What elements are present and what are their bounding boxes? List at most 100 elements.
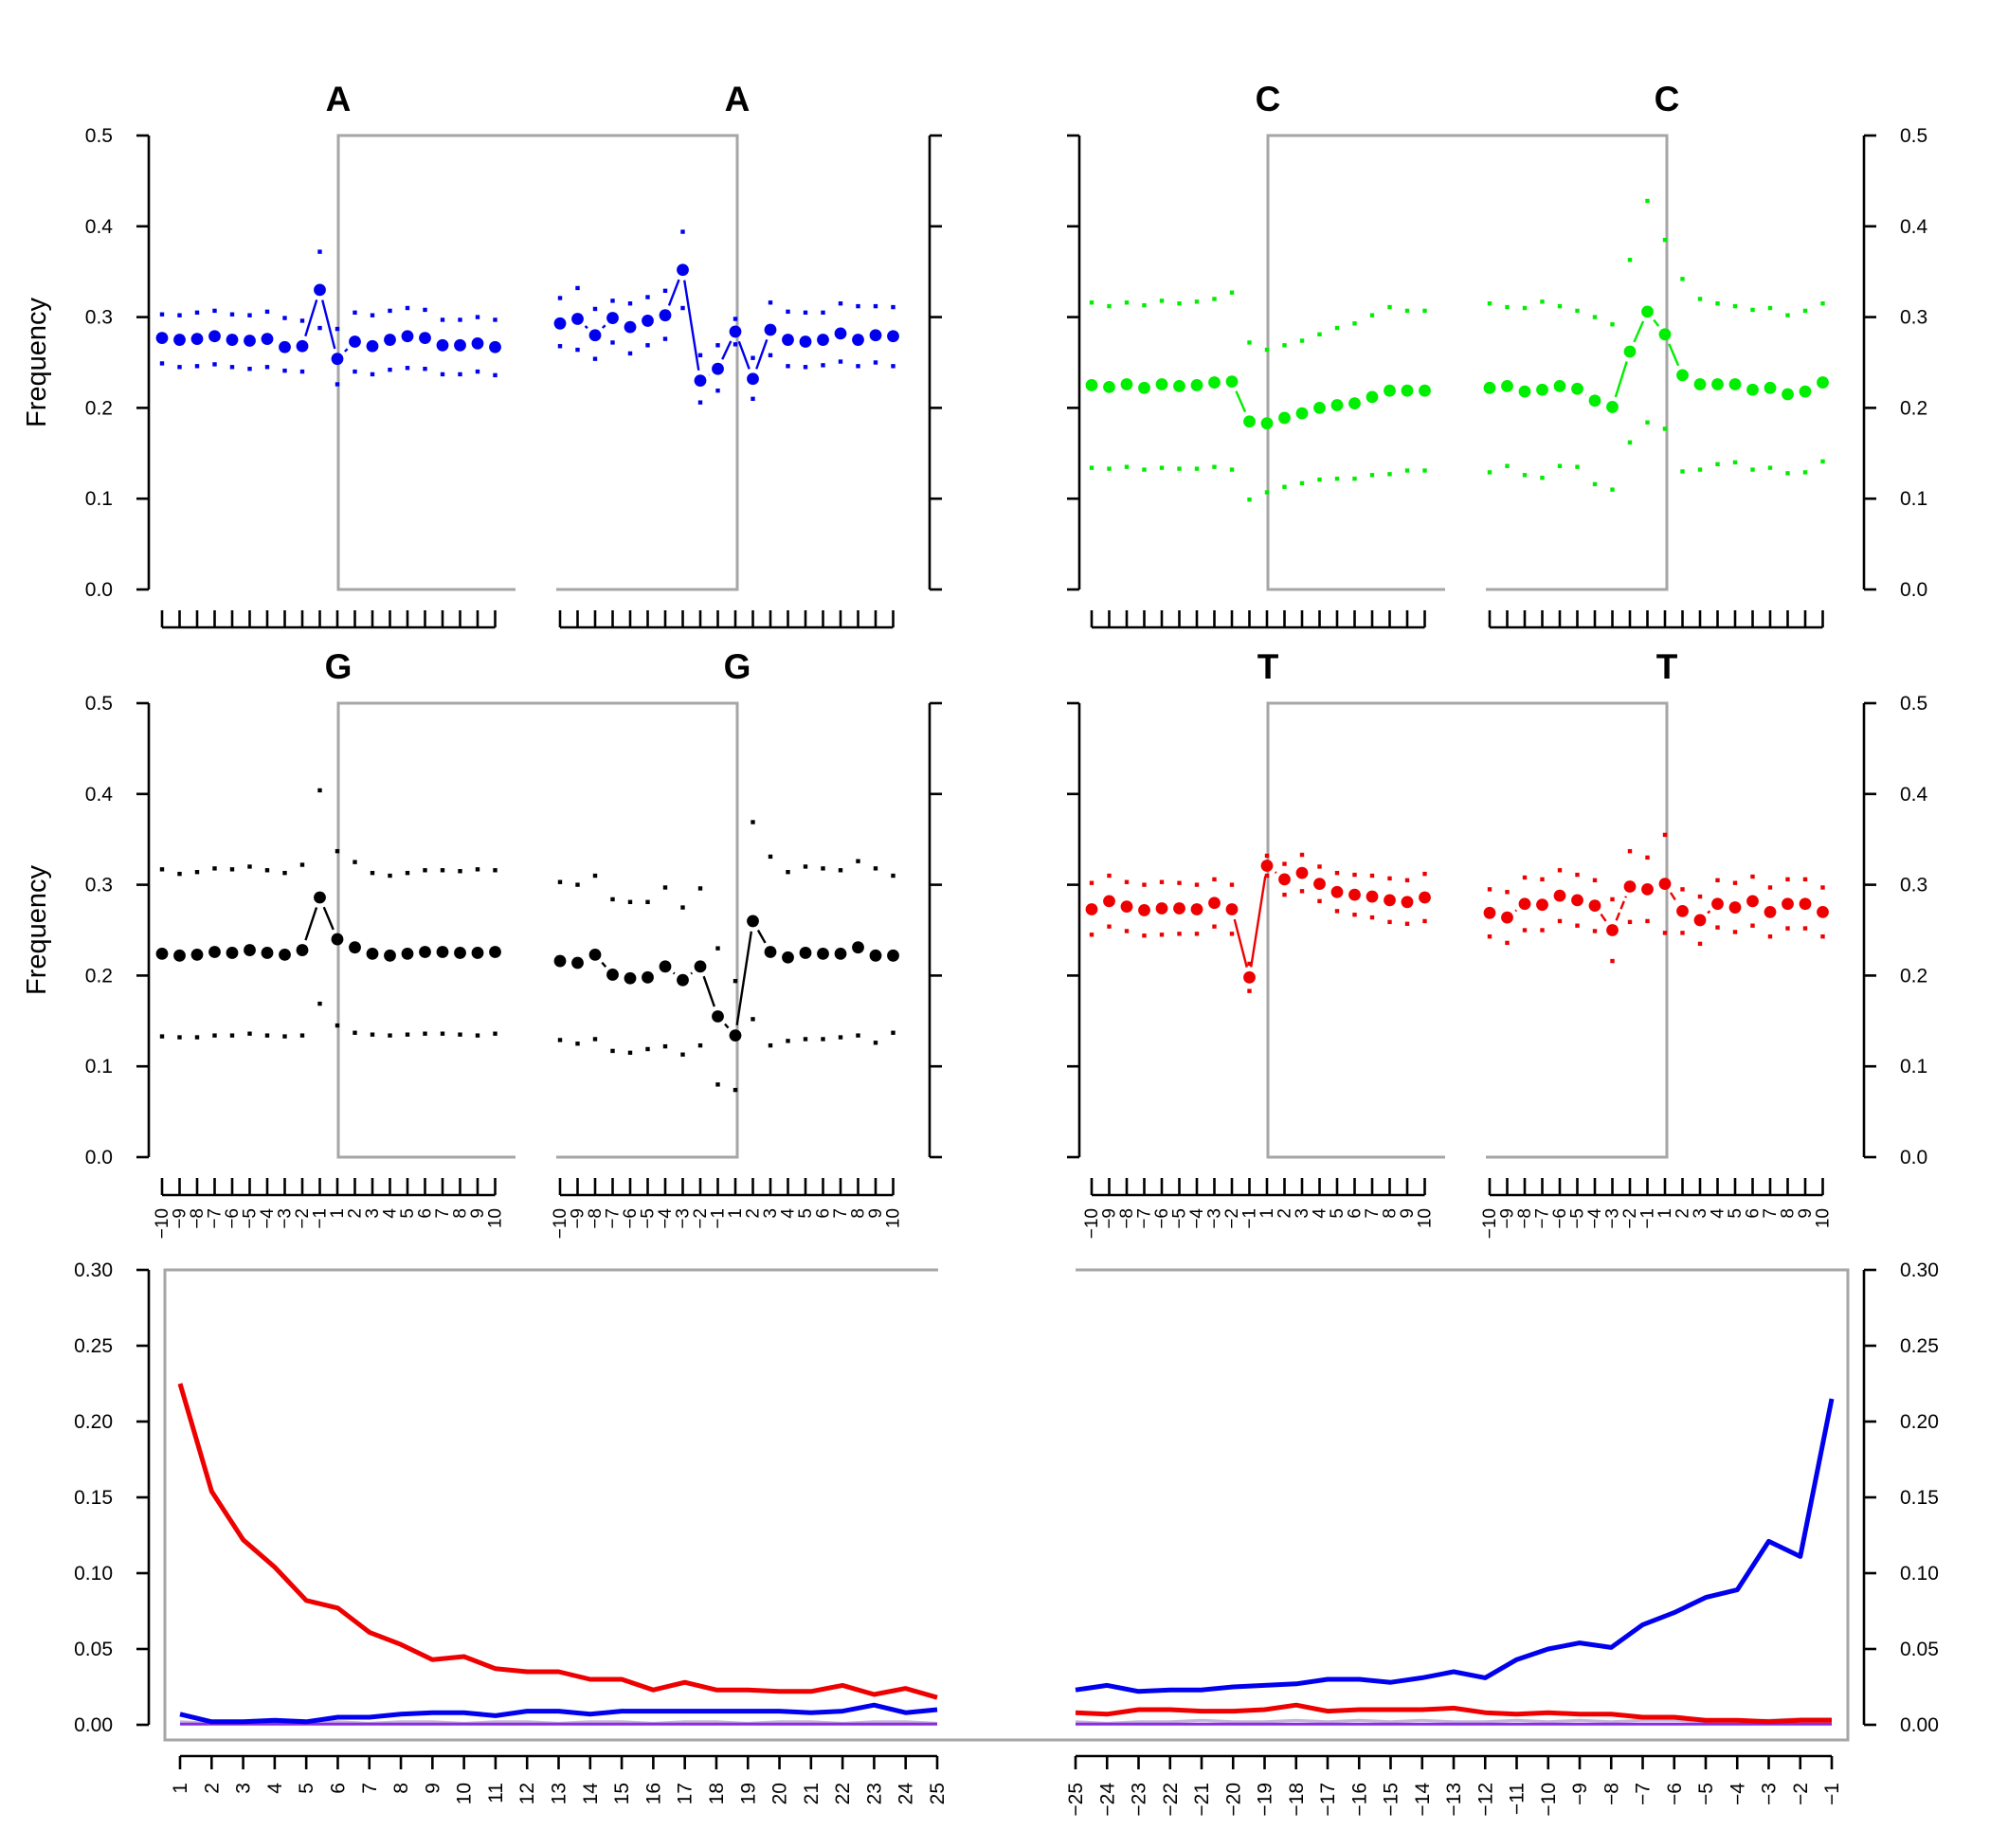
data-point [1711,897,1724,911]
lower-bound-mark [423,367,427,371]
lower-bound-mark [1522,928,1528,933]
data-point [1260,417,1274,430]
lower-bound-mark [1177,466,1182,471]
upper-bound-mark [1802,877,1808,882]
lower-bound-mark [1159,933,1165,937]
lower-bound-mark [610,1048,615,1054]
upper-bound-mark [1487,301,1492,306]
data-point [588,948,602,961]
lower-bound-mark [575,347,580,353]
upper-bound-mark [627,301,633,306]
x-tick-label: 5 [398,1208,418,1219]
lower-bound-mark [1610,487,1615,492]
x-tick-label: 3 [761,1208,781,1219]
data-point [1501,911,1513,924]
x-tick-label: 6 [1346,1208,1366,1219]
data-point [471,947,484,959]
data-point [331,933,344,946]
upper-bound-mark [370,313,375,317]
x-tick-label: 3 [1293,1208,1312,1219]
data-point [436,338,449,352]
x-tick-label: 6 [1744,1208,1764,1219]
lower-bound-mark [1229,467,1235,472]
lower-bound-mark [1487,470,1492,475]
panel-title: T [1656,647,1678,686]
lower-bound-mark [1592,481,1598,487]
upper-bound-mark [1299,852,1305,858]
lower-bound-mark [353,1030,357,1035]
data-point [244,335,256,347]
lower-bound-mark [557,1038,563,1042]
x-tick-label: −10 [551,1208,570,1239]
upper-bound-mark [1575,872,1580,878]
upper-bound-mark [1820,301,1825,306]
x-tick-label: −8 [1117,1208,1137,1229]
x-tick-label: 9 [1796,1208,1816,1219]
data-point [419,946,431,958]
upper-bound-mark [1247,961,1252,967]
lower-bound-mark [1404,468,1410,473]
data-point [1208,897,1221,910]
x-tick-label: −10 [1480,1208,1500,1239]
x-tick-label: 9 [866,1208,886,1219]
insertion-box [336,701,679,1159]
upper-bound-mark [1229,290,1235,295]
x-tick-label: −24 [1096,1783,1118,1817]
lower-bound-mark [662,1043,668,1049]
x-tick-label: −5 [241,1208,261,1229]
lower-bound-mark [1264,873,1270,879]
lower-bound-mark [475,1033,480,1038]
data-point [1155,378,1168,390]
x-tick-label: 7 [433,1208,453,1219]
upper-bound-mark [786,309,790,315]
x-tick-label: 19 [737,1783,759,1804]
panel-G-left: G0.00.10.20.30.40.5−10−9−8−7−6−5−4−3−2−1… [85,647,679,1239]
lower-bound-mark [212,1033,217,1038]
data-point [729,325,742,338]
lower-bound-mark [1575,923,1580,928]
upper-bound-mark [1124,300,1130,305]
data-point [1384,384,1396,397]
x-tick-label: 17 [675,1783,696,1804]
upper-bound-mark [1089,880,1094,885]
x-tick-label: −4 [656,1208,676,1229]
x-tick-label: 10 [454,1783,476,1804]
data-point [1313,402,1326,414]
insertion-box [1266,701,1609,1159]
data-point [747,915,759,928]
upper-bound-mark [786,869,790,875]
x-tick-label: −7 [1533,1208,1553,1229]
data-point [694,960,707,973]
lower-bound-mark [370,371,375,377]
data-point [155,948,169,960]
x-tick-label: 10 [1416,1208,1436,1228]
x-tick-label: −21 [1191,1783,1213,1817]
data-point [1120,900,1133,913]
x-tick-label: −6 [223,1208,243,1229]
y-tick-label: 0.4 [85,784,114,806]
lower-bound-mark [1820,934,1825,939]
lower-bound-mark [768,353,773,358]
x-tick-label: −8 [1601,1783,1622,1805]
x-tick-label: −9 [1100,1208,1120,1229]
data-point [729,1029,742,1042]
data-point [489,340,501,353]
connector-segment [1668,343,1680,367]
y-tick-label: 0.20 [74,1411,113,1433]
upper-bound-mark [1540,877,1545,882]
upper-bound-mark [475,315,480,319]
x-tick-label: −8 [1515,1208,1535,1229]
data-point [401,948,414,960]
upper-bound-mark [1352,872,1357,878]
x-tick-label: 5 [796,1208,816,1219]
upper-bound-mark [1505,890,1510,895]
data-point [1243,970,1256,984]
lower-bound-mark [1352,476,1357,481]
upper-bound-mark [610,897,615,902]
data-point [659,960,672,973]
data-point [454,947,466,959]
lower-bound-mark [680,1052,685,1057]
upper-bound-mark [715,343,720,348]
upper-bound-mark [1089,300,1094,305]
data-point [1348,397,1361,410]
